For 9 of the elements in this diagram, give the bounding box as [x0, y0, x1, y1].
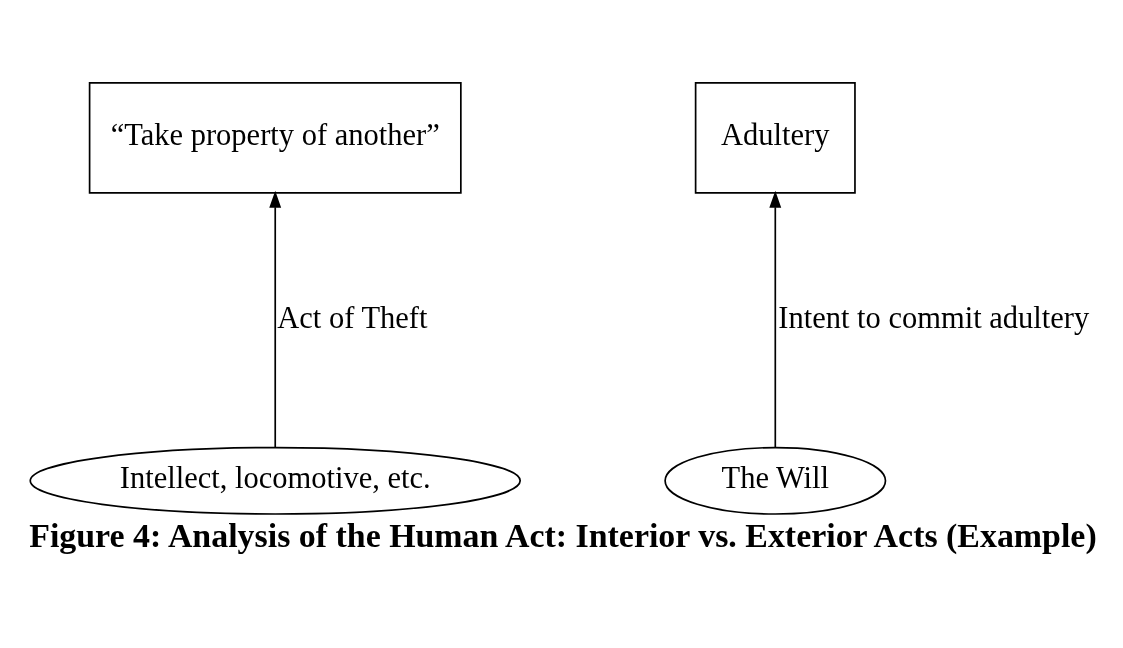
node-box: “Take property of another”: [88, 81, 462, 194]
arrow: [269, 190, 282, 449]
node-box: Adultery: [694, 81, 856, 194]
node-ellipse: Intellect, locomotive, etc.: [29, 446, 521, 515]
arrow: [769, 190, 782, 449]
edge-label: Act of Theft: [277, 300, 428, 335]
node-ellipse: The Will: [664, 446, 887, 515]
edge-label: Intent to commit adultery: [778, 300, 1090, 335]
caption: Figure 4: Analysis of the Human Act: Interior vs. Exterior Acts (Example): [29, 516, 1097, 554]
